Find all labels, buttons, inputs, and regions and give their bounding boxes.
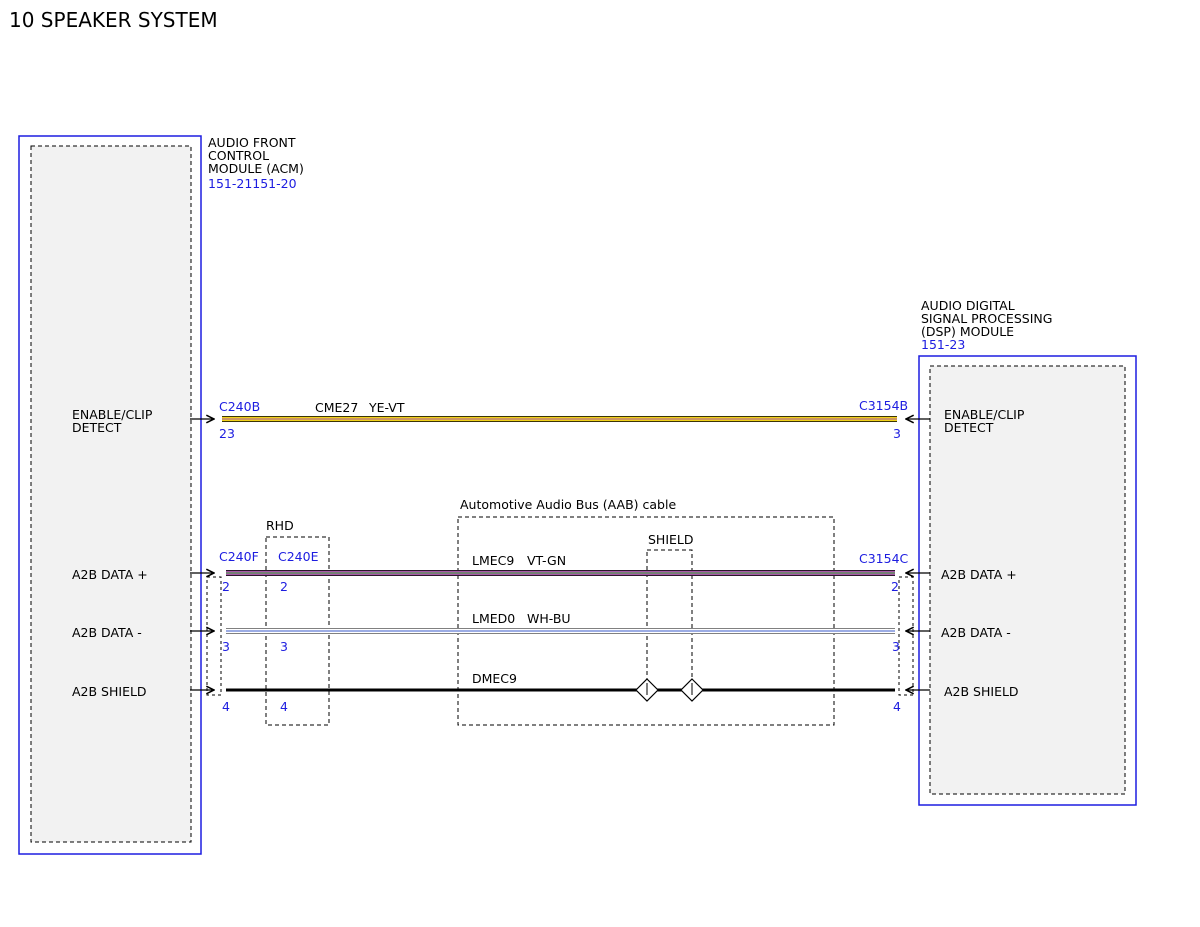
c240f-splice-box — [206, 576, 222, 696]
pin-c3154b-3: 3 — [893, 426, 901, 441]
connector-c240b[interactable]: C240B — [219, 399, 260, 414]
dsp-name-line-1: AUDIO DIGITAL — [921, 298, 1015, 313]
shield-drain-right-icon — [680, 678, 704, 702]
acm-name-line-1: AUDIO FRONT — [208, 135, 296, 150]
wire-lmec9-color: VT-GN — [527, 553, 566, 568]
acm-pin-a2b-shield: A2B SHIELD — [72, 684, 147, 699]
pin-c3154c-3: 3 — [892, 639, 900, 654]
wire-dmec9-circuit: DMEC9 — [472, 671, 517, 686]
acm-module-internal-box — [30, 145, 192, 843]
dsp-ref-link[interactable]: 151-23 — [921, 337, 965, 352]
pin-c240e-4: 4 — [280, 699, 288, 714]
page-title: 10 SPEAKER SYSTEM — [9, 8, 218, 32]
connector-c3154b[interactable]: C3154B — [859, 398, 908, 413]
acm-ref-link[interactable]: 151-21151-20 — [208, 176, 297, 191]
dsp-pin-a2b-minus: A2B DATA - — [941, 625, 1011, 640]
pin-c240f-4: 4 — [222, 699, 230, 714]
shield-group — [646, 549, 693, 691]
dsp-name-line-3: (DSP) MODULE — [921, 324, 1014, 339]
shield-label: SHIELD — [648, 532, 694, 547]
pin-c240f-2: 2 — [222, 579, 230, 594]
acm-pin-enable-line-2: DETECT — [72, 420, 122, 435]
acm-pin-enable-line-1: ENABLE/CLIP — [72, 407, 153, 422]
c3154c-splice-box — [898, 576, 914, 696]
pin-c240e-2: 2 — [280, 579, 288, 594]
wire-lmed0-circuit: LMED0 — [472, 611, 515, 626]
acm-name-line-2: CONTROL — [208, 148, 269, 163]
acm-pin-a2b-minus: A2B DATA - — [72, 625, 142, 640]
aab-cable-label: Automotive Audio Bus (AAB) cable — [460, 497, 676, 512]
acm-pin-a2b-plus: A2B DATA + — [72, 567, 148, 582]
wire-lmed0-color: WH-BU — [527, 611, 571, 626]
dsp-pin-a2b-shield: A2B SHIELD — [944, 684, 1019, 699]
connector-c240e[interactable]: C240E — [278, 549, 319, 564]
pin-c240e-3: 3 — [280, 639, 288, 654]
dsp-pin-enable-line-2: DETECT — [944, 420, 994, 435]
dsp-pin-a2b-plus: A2B DATA + — [941, 567, 1017, 582]
rhd-label: RHD — [266, 518, 294, 533]
connector-c3154c[interactable]: C3154C — [859, 551, 909, 566]
dsp-pin-enable-line-1: ENABLE/CLIP — [944, 407, 1025, 422]
dsp-module-internal-box — [929, 365, 1126, 795]
wire-cme27-circuit: CME27 — [315, 400, 358, 415]
aab-cable-group — [457, 516, 835, 726]
pin-c240b-23: 23 — [219, 426, 235, 441]
shield-drain-left-icon — [635, 678, 659, 702]
acm-module[interactable] — [18, 135, 202, 855]
connector-c240f[interactable]: C240F — [219, 549, 259, 564]
wire-lmec9-circuit: LMEC9 — [472, 553, 514, 568]
acm-name-line-3: MODULE (ACM) — [208, 161, 304, 176]
pin-c3154c-4: 4 — [893, 699, 901, 714]
pin-c3154c-2: 2 — [891, 579, 899, 594]
wire-cme27-color: YE-VT — [368, 400, 405, 415]
pin-c240f-3: 3 — [222, 639, 230, 654]
dsp-module[interactable] — [918, 355, 1137, 806]
dsp-name-line-2: SIGNAL PROCESSING — [921, 311, 1052, 326]
